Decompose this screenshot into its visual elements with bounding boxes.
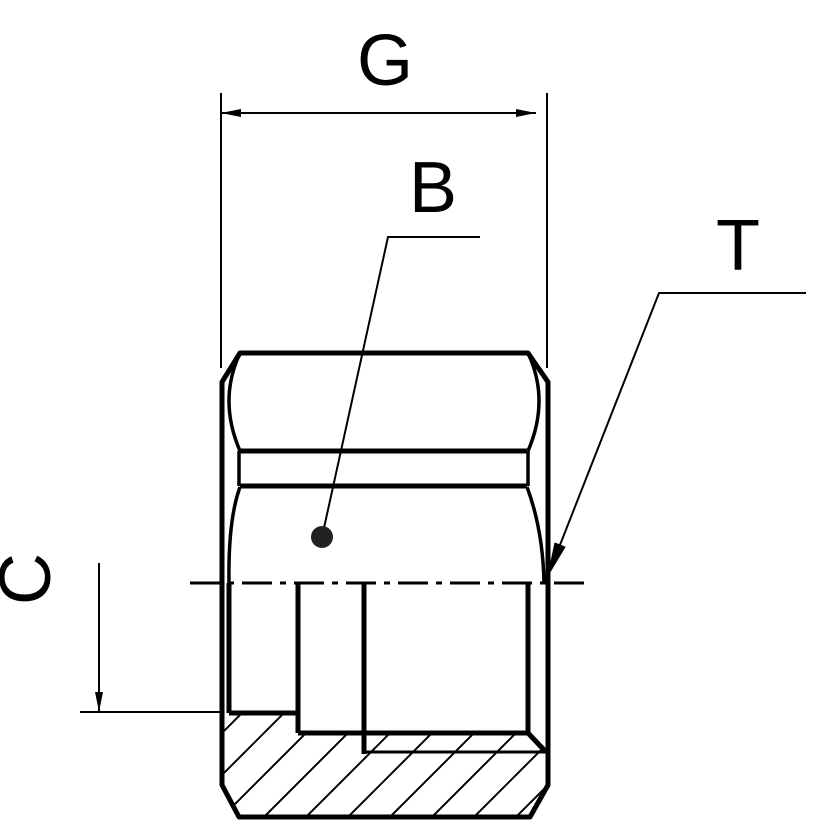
label-g: G [357, 21, 413, 101]
label-t: T [716, 206, 760, 286]
leader-t [546, 292, 806, 579]
label-c: C [0, 553, 66, 605]
leader-b [321, 236, 480, 538]
label-b: B [409, 148, 457, 228]
dimension-c [80, 563, 222, 713]
section-hatching [222, 713, 548, 817]
dimension-g [220, 93, 548, 368]
fitting-body [219, 350, 551, 820]
point-b-marker [311, 526, 333, 548]
